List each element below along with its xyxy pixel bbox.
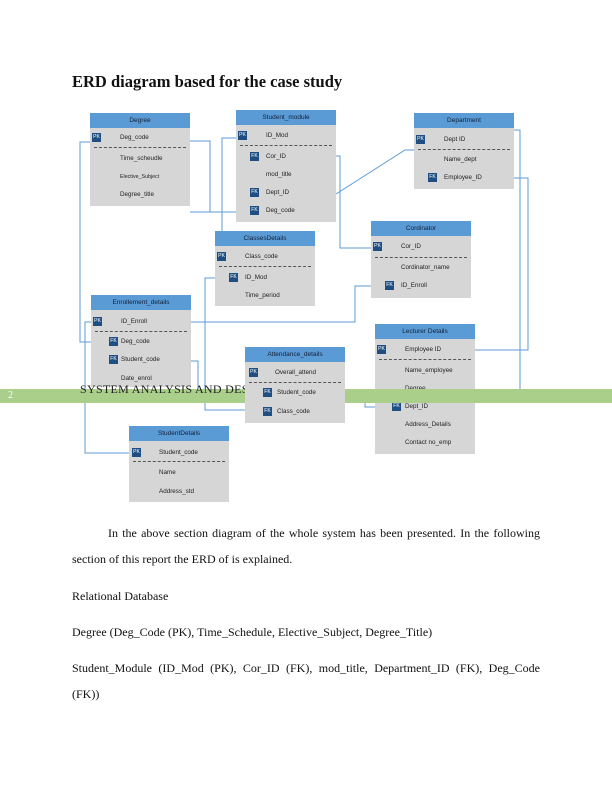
field-row: Name_employee [405,367,453,374]
divider [375,257,467,258]
foreign-key-badge: FK [250,206,259,215]
field-row: mod_title [266,171,292,178]
page-title: ERD diagram based for the case study [72,72,343,91]
foreign-key-badge: FK [109,337,118,346]
primary-key-badge: PK [238,131,247,140]
foreign-key-badge: FK [392,402,401,411]
entity-title: Degree [90,113,190,128]
entity-title: Student_module [236,110,336,125]
divider [219,266,311,267]
divider [379,359,471,360]
entity-title: Department [414,113,514,128]
primary-key-badge: PK [132,448,141,457]
page-number: 2 [8,390,13,401]
divider [249,382,341,383]
field-row: Name [159,469,176,476]
field-row: Date_enrol [121,375,152,382]
field-row: Time_period [245,292,280,299]
foreign-key-badge: FK [229,273,238,282]
divider [240,145,332,146]
field-row: Degree [375,384,475,394]
student-module-relation: Student_Module (ID_Mod (PK), Cor_ID (FK)… [72,661,540,701]
foreign-key-badge: FK [263,407,272,416]
primary-key-badge: PK [416,135,425,144]
section-heading: Relational Database [72,589,169,603]
entity-title: ClassesDetails [215,231,315,246]
field-row: Elective_Subject [120,174,160,180]
foreign-key-badge: FK [263,388,272,397]
primary-key-badge: PK [217,252,226,261]
running-header: SYSTEM ANALYSIS AND DESIGN [80,382,271,396]
entity-title: Lecturer Details [375,324,475,339]
entity-title: Attendance_details [245,347,345,362]
divider [133,461,225,462]
entity-title: StudentDetails [129,426,229,441]
field-row: Address_std [159,488,195,495]
primary-key-badge: PK [93,317,102,326]
primary-key-badge: PK [249,368,258,377]
intro-paragraph: In the above section diagram of the whol… [72,526,540,566]
field-row: Cordinator_name [401,264,450,271]
foreign-key-badge: FK [385,281,394,290]
divider [94,147,186,148]
divider [418,149,510,150]
field-row: Name_dept [444,156,477,163]
foreign-key-badge: FK [109,355,118,364]
foreign-key-badge: FK [250,152,259,161]
field-row: Time_scheudle [120,155,163,162]
field-row: Contact no_emp [405,439,452,446]
primary-key-badge: PK [377,345,386,354]
entity-title: Enrollement_details [91,295,191,310]
divider [95,331,187,332]
degree-relation: Degree (Deg_Code (PK), Time_Schedule, El… [72,625,433,639]
primary-key-badge: PK [92,133,101,142]
field-row: Degree_title [120,191,154,198]
field-row: Address_Details [405,421,451,428]
primary-key-badge: PK [373,242,382,251]
foreign-key-badge: FK [428,173,437,182]
entity-title: Cordinator [371,221,471,236]
foreign-key-badge: FK [250,188,259,197]
